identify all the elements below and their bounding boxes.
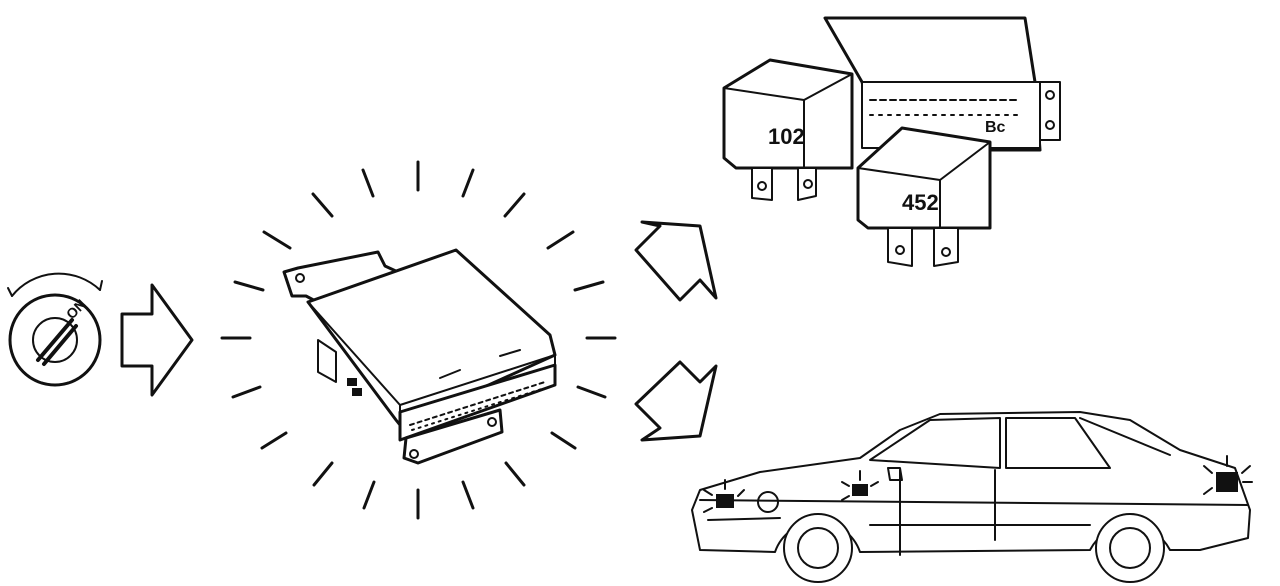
car-side-view bbox=[691, 411, 1251, 583]
control-unit bbox=[282, 248, 557, 465]
relay-452: 452 bbox=[856, 126, 992, 267]
ignition-switch: ON bbox=[7, 272, 103, 387]
arrow-to-relays bbox=[634, 220, 718, 302]
relay-102-label: 102 bbox=[768, 124, 805, 149]
ignition-position-label: ON bbox=[63, 296, 89, 322]
relay-housing: Bc bbox=[823, 16, 1061, 152]
arrow-to-control-unit bbox=[120, 283, 194, 397]
relay-102: 102 bbox=[722, 58, 854, 201]
relay-452-label: 452 bbox=[902, 190, 939, 215]
arrow-to-car bbox=[634, 360, 718, 442]
housing-marking: Bc bbox=[985, 119, 1006, 136]
activity-rays bbox=[220, 160, 617, 520]
flashing-light-front bbox=[703, 479, 745, 513]
flashing-light-side bbox=[841, 470, 879, 501]
flashing-light-rear bbox=[1203, 455, 1253, 495]
